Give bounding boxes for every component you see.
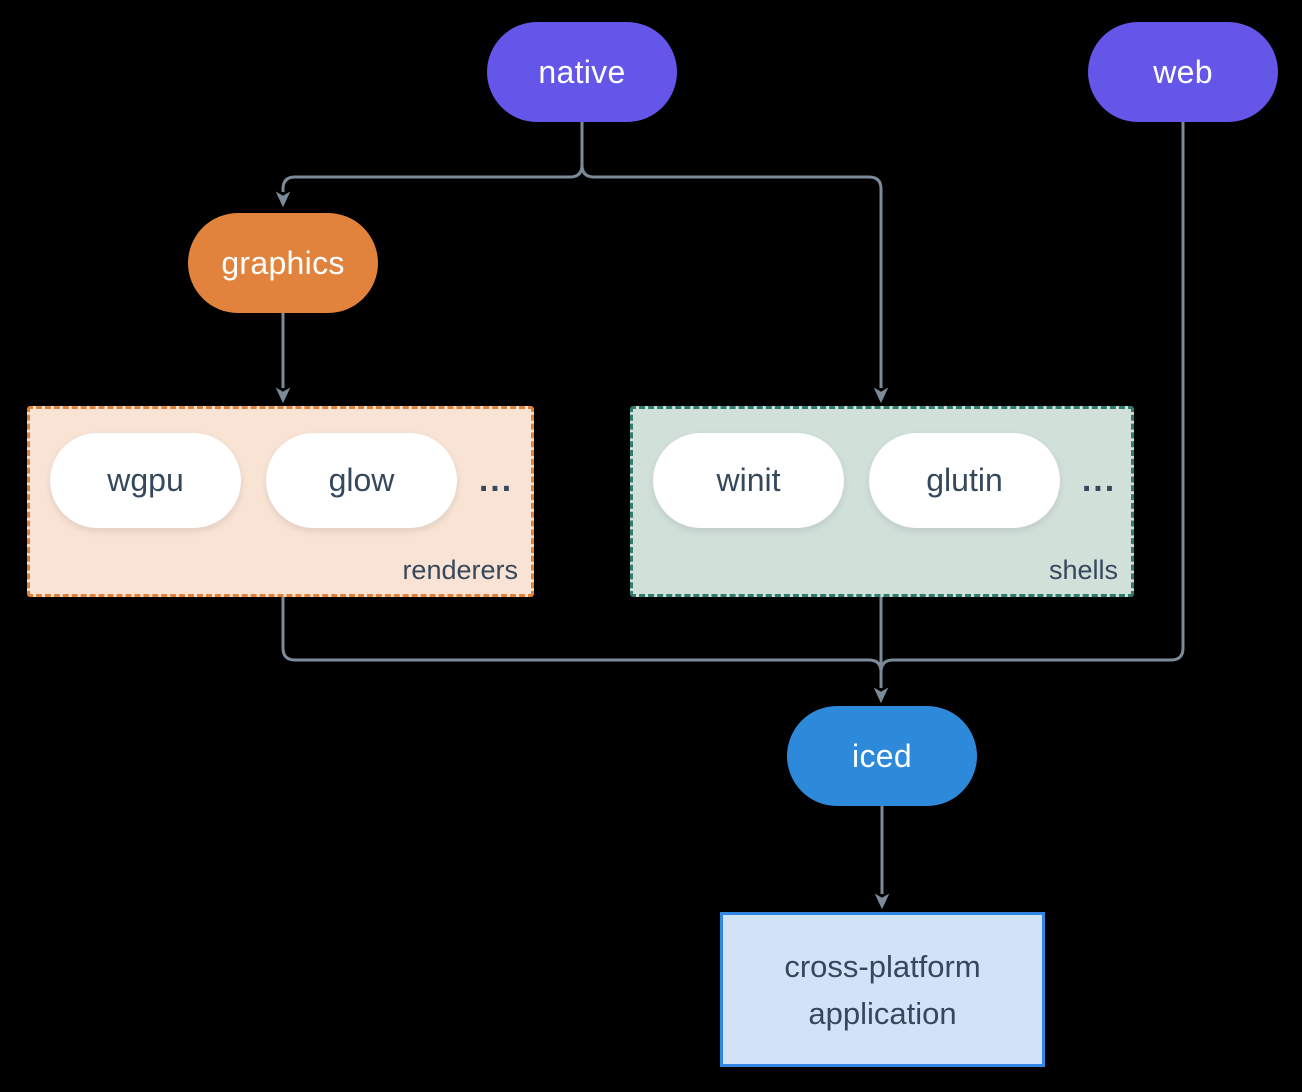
chip-wgpu-label: wgpu bbox=[107, 462, 184, 498]
chip-glutin: glutin bbox=[869, 433, 1060, 528]
node-web: web bbox=[1088, 22, 1278, 122]
chip-glutin-label: glutin bbox=[926, 462, 1003, 498]
node-native: native bbox=[487, 22, 677, 122]
node-graphics: graphics bbox=[188, 213, 378, 313]
chip-glow-label: glow bbox=[328, 462, 395, 498]
group-shells: winit glutin ... shells bbox=[630, 406, 1134, 597]
shells-ellipsis: ... bbox=[1081, 461, 1117, 499]
edge-native-shells bbox=[580, 122, 889, 404]
renderers-ellipsis: ... bbox=[478, 461, 514, 499]
chip-winit-label: winit bbox=[716, 462, 781, 498]
edge-renderers-iced bbox=[281, 597, 883, 673]
shells-group-label: shells bbox=[1048, 555, 1118, 585]
node-graphics-label: graphics bbox=[221, 244, 345, 281]
chip-winit: winit bbox=[653, 433, 844, 528]
chip-glow: glow bbox=[266, 433, 457, 528]
edge-native-graphics bbox=[275, 122, 584, 208]
group-renderers: wgpu glow ... renderers bbox=[27, 406, 534, 597]
node-iced-label: iced bbox=[852, 737, 912, 774]
node-iced: iced bbox=[787, 706, 977, 806]
node-native-label: native bbox=[538, 53, 626, 90]
node-web-label: web bbox=[1153, 53, 1213, 90]
renderers-group-label: renderers bbox=[402, 555, 518, 585]
application-label: cross-platform application bbox=[784, 948, 981, 1031]
node-cross-platform-application: cross-platform application bbox=[720, 912, 1045, 1067]
chip-wgpu: wgpu bbox=[50, 433, 241, 528]
